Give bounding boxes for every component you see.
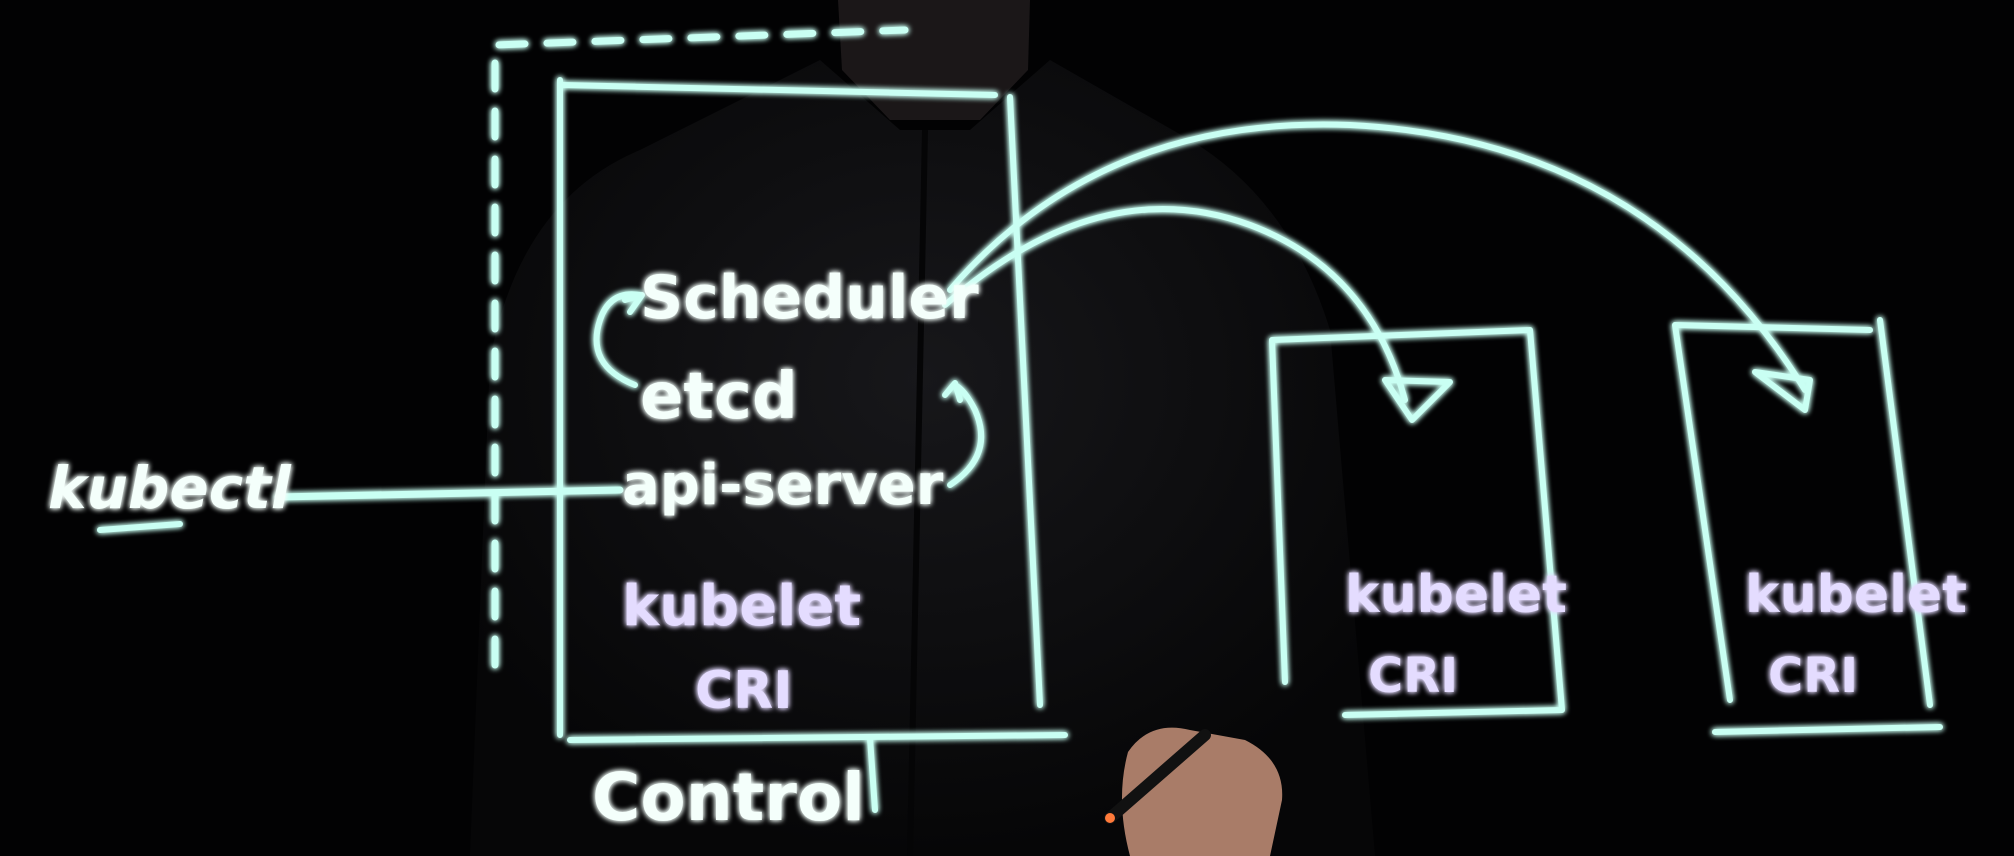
worker-2-kubelet-label: kubelet xyxy=(1745,565,1967,625)
worker-2-arrowhead xyxy=(1752,369,1813,413)
control-plane-etcd-label: etcd xyxy=(640,360,798,434)
control-plane-label: Control xyxy=(592,759,865,836)
worker-1-kubelet-label: kubelet xyxy=(1345,565,1567,625)
control-plane-base-line xyxy=(567,732,1068,743)
worker-1-arrowhead xyxy=(1382,377,1453,423)
control-label-tick xyxy=(867,735,878,813)
kubectl-to-api-server-line xyxy=(274,486,624,501)
kubectl-underline xyxy=(97,521,183,533)
control-plane-api-server-label: api-server xyxy=(622,453,944,518)
control-plane-dashed-outline xyxy=(491,26,909,669)
scheduler-to-worker-1-arrow xyxy=(942,206,1408,403)
scheduler-to-worker-2-arrow xyxy=(947,121,1808,393)
control-plane-box xyxy=(557,77,1043,738)
worker-node-1-box xyxy=(1269,327,1565,718)
api-server-to-etcd-arrow xyxy=(942,380,985,488)
control-plane-kubelet-label: kubelet xyxy=(622,574,861,639)
worker-node-2-box xyxy=(1672,317,1943,735)
presenter-hand xyxy=(1121,727,1283,856)
control-plane-cri-label: CRI xyxy=(695,661,793,721)
worker-2-cri-label: CRI xyxy=(1768,648,1858,704)
client-kubectl-label: kubectl xyxy=(48,454,292,522)
etcd-to-scheduler-arrow xyxy=(593,291,645,388)
worker-1-cri-label: CRI xyxy=(1368,648,1458,704)
marker-tip xyxy=(1105,813,1115,823)
marker-pen xyxy=(1104,729,1211,824)
presenter-shirt xyxy=(470,60,1375,856)
control-plane-scheduler-label: Scheduler xyxy=(640,263,979,333)
